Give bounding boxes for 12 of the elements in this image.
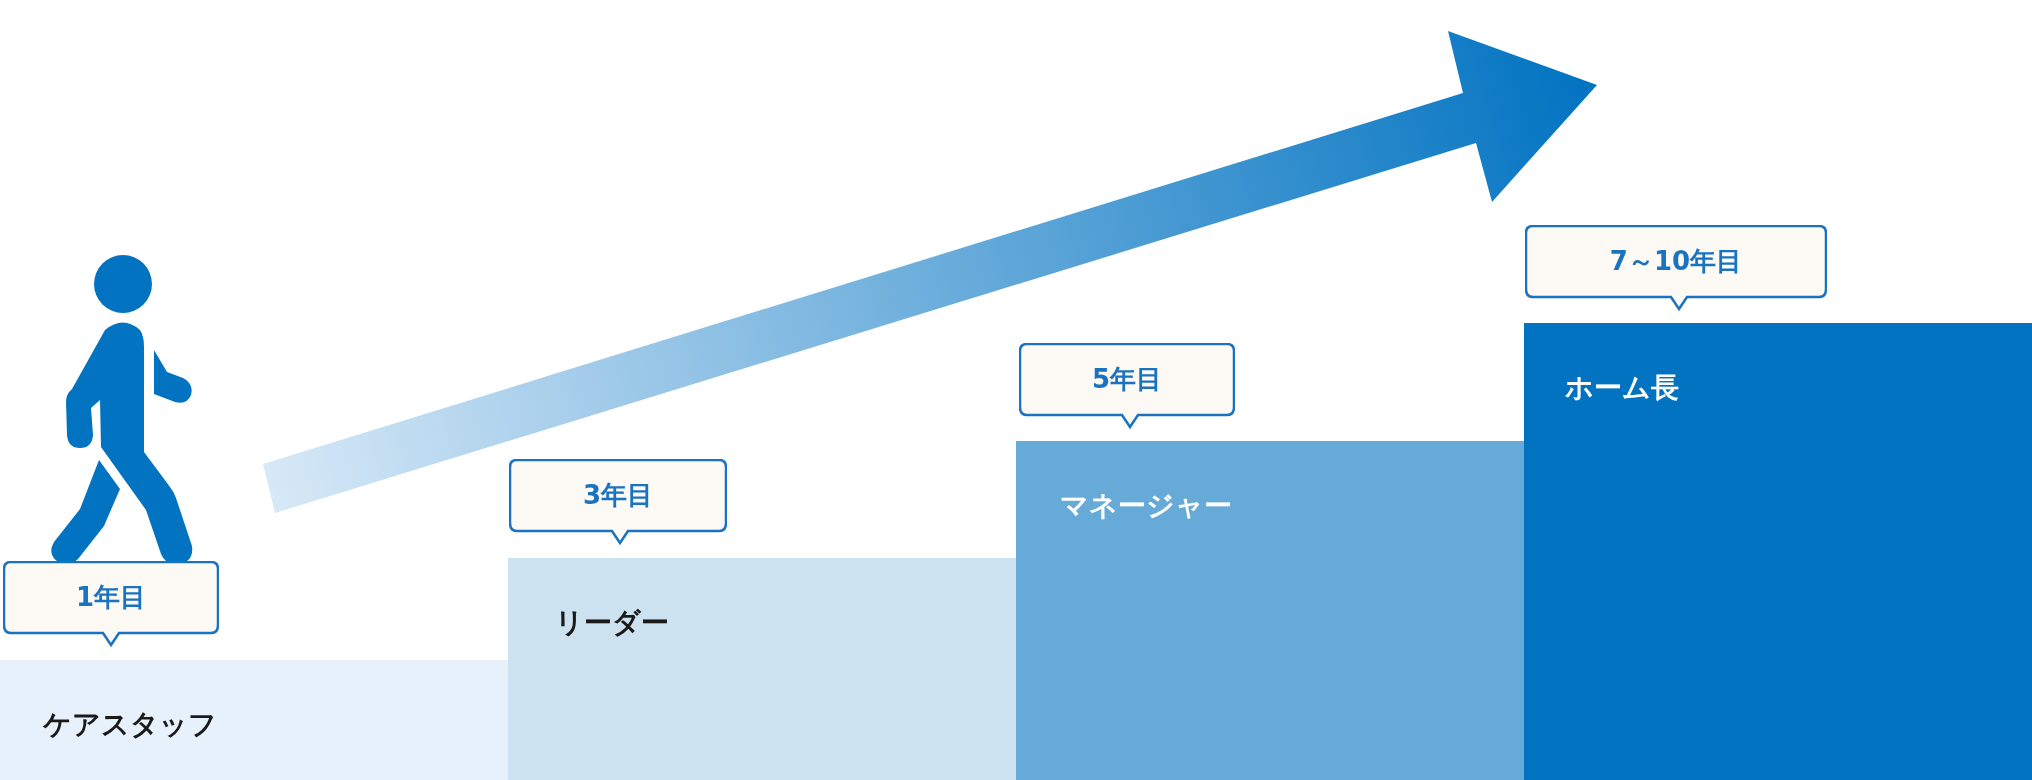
year-label: 7～10年目 — [1609, 244, 1743, 278]
year-label: 3年目 — [582, 478, 654, 512]
role-label: マネージャー — [1060, 488, 1233, 524]
role-label: ケアスタッフ — [43, 707, 218, 743]
year-label: 5年目 — [1091, 362, 1163, 396]
year-label: 1年目 — [75, 580, 147, 614]
role-label: ホーム長 — [1565, 370, 1680, 406]
step-block — [1016, 441, 1524, 780]
step-block — [508, 558, 1016, 780]
step-block — [1524, 323, 2032, 780]
step-block — [0, 660, 508, 780]
role-label: リーダー — [555, 605, 670, 641]
